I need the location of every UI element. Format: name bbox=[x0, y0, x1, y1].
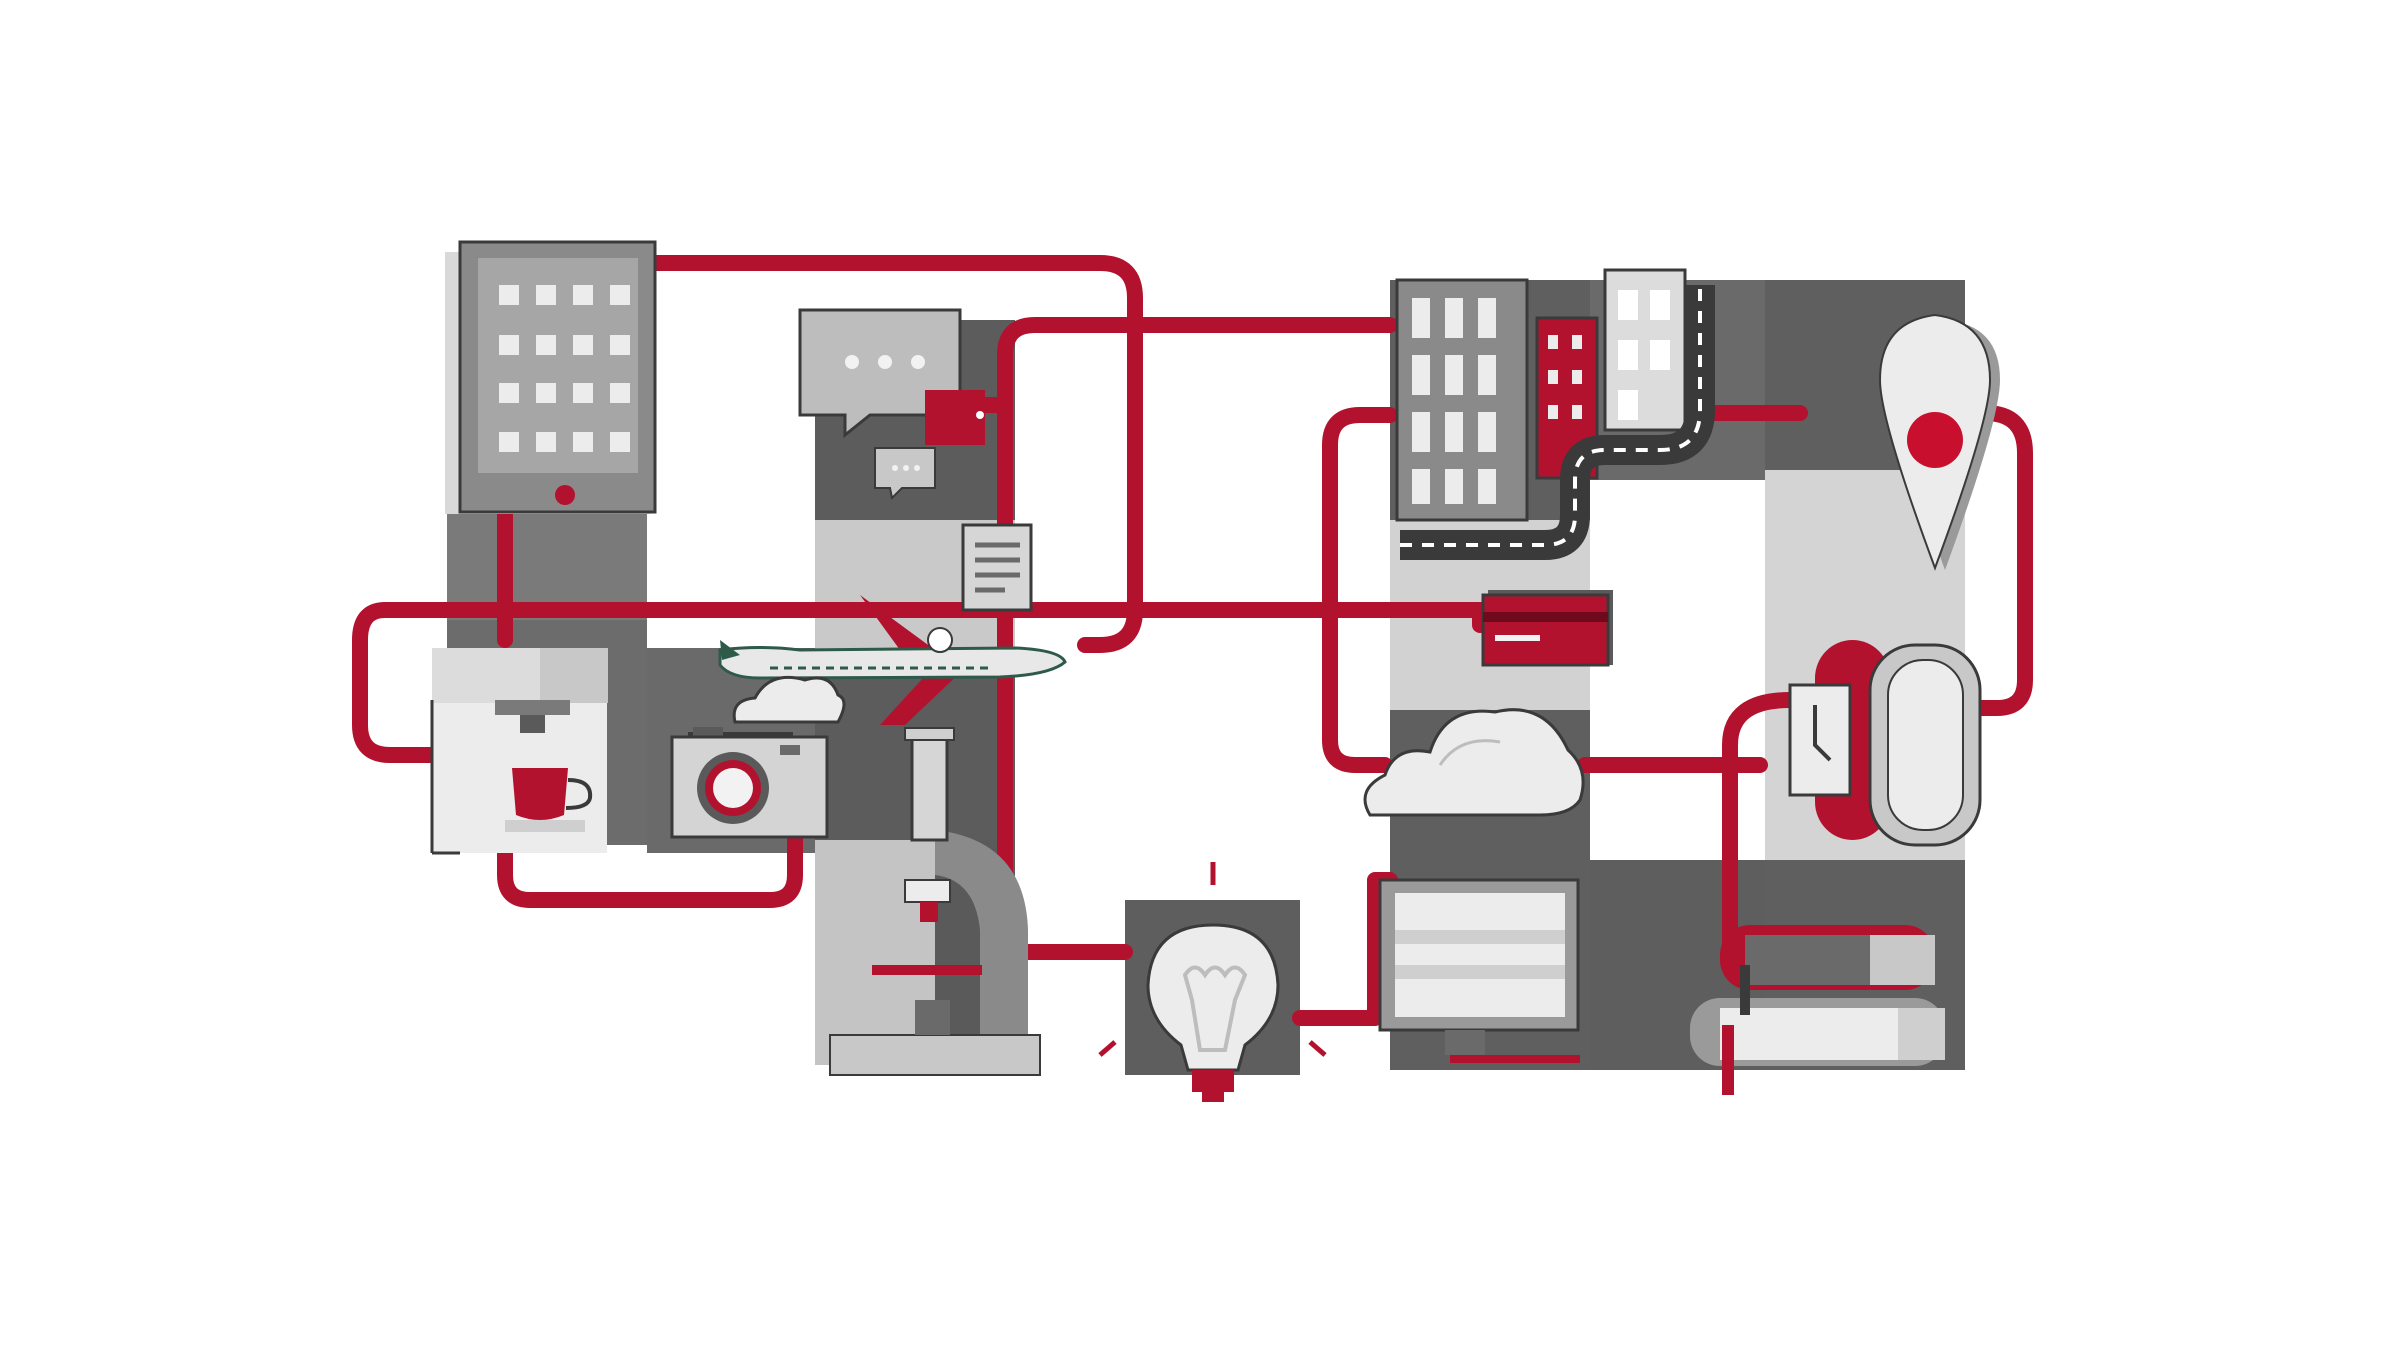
airplane-icon bbox=[718, 595, 1067, 725]
credit-card-icon bbox=[1481, 590, 1613, 667]
coffee-machine-icon bbox=[430, 648, 608, 855]
cloud-icon bbox=[1363, 708, 1585, 817]
cloud-icon bbox=[732, 675, 846, 724]
books-icon bbox=[1690, 925, 1945, 1095]
lightbulb-icon bbox=[1098, 862, 1327, 1102]
smartwatch-icon bbox=[1788, 640, 1982, 847]
document-icon bbox=[961, 523, 1033, 612]
monitor-icon bbox=[1378, 878, 1580, 1063]
road-icon bbox=[1400, 285, 1715, 560]
connection-pipes bbox=[352, 255, 2033, 1058]
city-buildings-icon bbox=[1395, 268, 1687, 522]
tablet-icon bbox=[445, 240, 657, 514]
camera-icon bbox=[670, 727, 829, 839]
map-pin-icon bbox=[1878, 313, 2000, 571]
speech-bubble-icon bbox=[798, 308, 985, 501]
microscope-icon bbox=[829, 727, 1041, 1076]
